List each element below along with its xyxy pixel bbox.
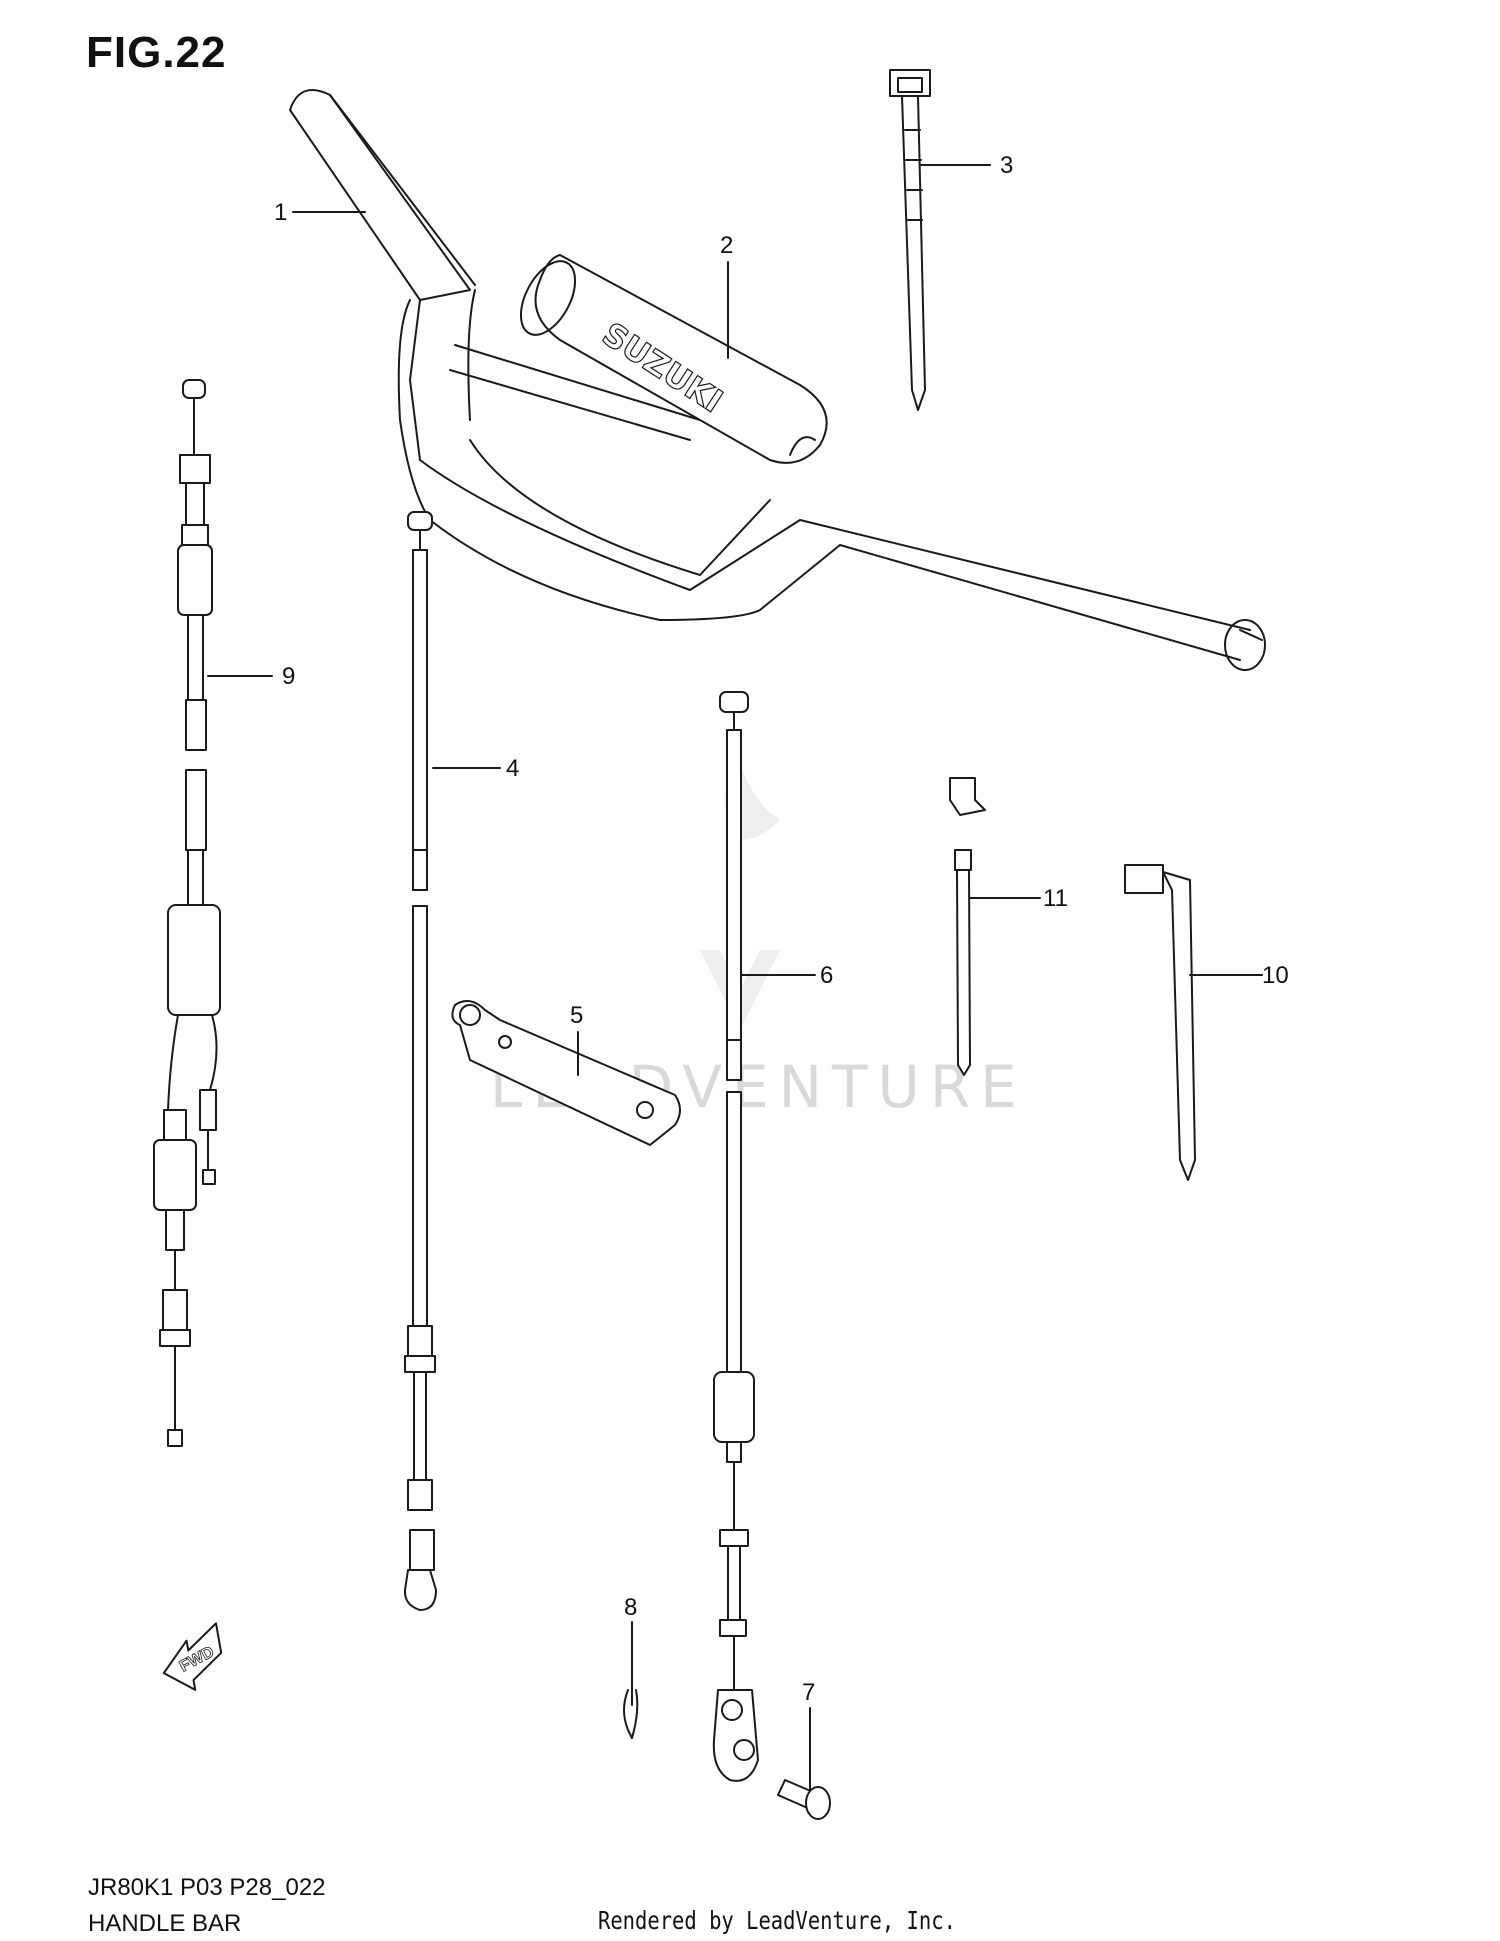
- callout-part-9[interactable]: 9: [282, 663, 295, 690]
- callout-part-2[interactable]: 2: [720, 232, 733, 259]
- callout-part-5[interactable]: 5: [570, 1002, 583, 1029]
- brake-cable-part-6[interactable]: [712, 691, 759, 1782]
- cable-tie-part-10[interactable]: [1124, 864, 1196, 1181]
- rendered-by-credit: Rendered by LeadVenture, Inc.: [598, 1906, 956, 1935]
- callout-part-10[interactable]: 10: [1262, 962, 1289, 989]
- cable-clamp-part-5[interactable]: [451, 1000, 681, 1146]
- callout-part-8[interactable]: 8: [624, 1594, 637, 1621]
- forward-direction-arrow: FWD: [162, 1622, 223, 1691]
- cable-tie-part-3[interactable]: [889, 69, 931, 411]
- throttle-cable-part-9[interactable]: [153, 379, 221, 1447]
- figure-title: FIG.22: [86, 28, 227, 77]
- callout-part-11[interactable]: 11: [1043, 885, 1068, 912]
- callout-part-3[interactable]: 3: [1000, 152, 1013, 179]
- callout-leaders: [207, 164, 1263, 1791]
- handle-pad-part-2[interactable]: SUZUKI: [510, 252, 828, 464]
- cable-tie-part-11[interactable]: [949, 777, 986, 1076]
- handle-bar-part-1[interactable]: [289, 89, 1266, 671]
- callout-part-7[interactable]: 7: [802, 1679, 815, 1706]
- diagram-name: HANDLE BAR: [88, 1910, 242, 1937]
- clevis-pin-part-7[interactable]: [777, 1779, 831, 1820]
- cotter-pin-part-8[interactable]: [623, 1689, 639, 1739]
- callout-part-6[interactable]: 6: [820, 962, 833, 989]
- model-code: JR80K1 P03 P28_022: [88, 1874, 326, 1901]
- clutch-cable-part-4[interactable]: [403, 511, 437, 1611]
- callout-part-4[interactable]: 4: [506, 755, 519, 782]
- callout-part-1[interactable]: 1: [274, 199, 287, 226]
